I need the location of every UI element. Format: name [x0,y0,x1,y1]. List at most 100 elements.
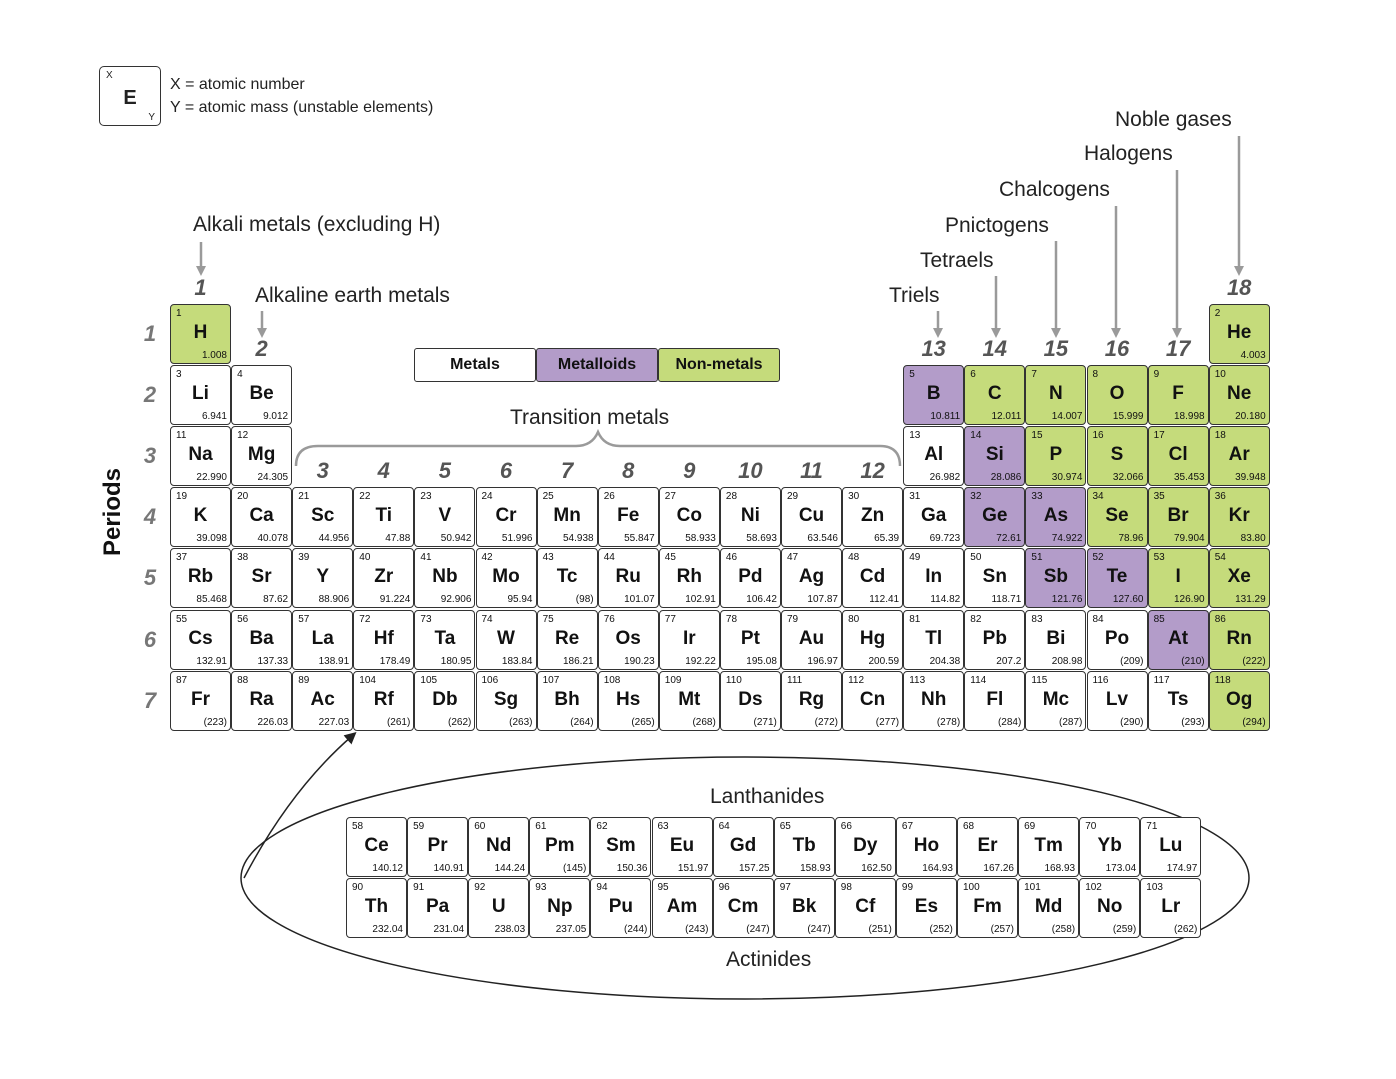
element-symbol: Rn [1226,627,1252,649]
atomic-mass: 186.21 [563,655,594,667]
element-symbol: H [193,322,208,343]
element-symbol: Fe [617,505,640,527]
atomic-mass: (263) [509,716,533,728]
atomic-mass: 121.76 [1051,594,1083,606]
element-symbol: Ti [375,505,393,527]
atomic-number: 104 [359,674,376,686]
atomic-mass: 140.91 [433,863,465,874]
atomic-mass: 168.93 [1044,863,1076,874]
atomic-number: 96 [718,882,730,893]
element-symbol: Mc [1042,688,1070,710]
atomic-number: 6 [970,369,976,381]
atomic-number: 115 [1031,674,1048,686]
element-symbol: Lu [1159,835,1183,856]
element-symbol: Eu [669,835,695,856]
element-symbol: Lv [1105,688,1129,710]
element-symbol: Tb [792,835,816,856]
atomic-number: 36 [1214,491,1226,503]
atomic-number: 72 [359,613,371,625]
element-symbol: Si [985,444,1004,466]
element-symbol: Es [914,896,939,917]
group-label-9: 9 [683,458,696,483]
atomic-mass: 26.982 [929,472,961,484]
element-symbol: As [1043,505,1069,527]
atomic-mass: (284) [997,716,1022,728]
atomic-mass: (257) [990,924,1014,935]
atomic-mass: 1.008 [201,350,227,361]
atomic-mass: 151.97 [677,863,709,874]
atomic-number: 21 [298,491,310,503]
atomic-number: 74 [481,613,493,625]
element-symbol: Db [432,688,458,710]
atomic-mass: 173.04 [1105,863,1137,874]
element-symbol: Tc [556,566,578,588]
element-symbol: Cr [495,505,517,527]
atomic-mass: 51.996 [501,533,533,545]
atomic-mass: (271) [753,716,777,728]
element-symbol: Xe [1227,566,1251,588]
atomic-mass: 12.011 [991,411,1022,423]
transition-brace [294,428,902,467]
atomic-number: 112 [848,674,865,686]
atomic-mass: 87.62 [263,594,289,606]
atomic-number: 106 [481,674,499,686]
atomic-number: 17 [1153,430,1165,442]
element-symbol: Mt [678,688,701,710]
atomic-mass: 32.066 [1112,472,1144,484]
atomic-mass: (258) [1051,924,1076,935]
atomic-number: 92 [474,882,486,893]
atomic-number: 90 [352,882,364,893]
atomic-mass: 35.453 [1174,472,1205,484]
atomic-mass: 226.03 [257,716,289,728]
element-symbol: Ca [249,505,274,527]
atomic-number: 59 [413,821,425,832]
atomic-number: 62 [596,821,608,832]
element-symbol: Bh [554,688,580,710]
atomic-mass: (272) [814,716,838,728]
element-symbol: Ni [740,505,760,527]
group-label-15: 15 [1043,336,1069,361]
element-symbol: La [311,627,334,649]
atomic-number: 82 [970,613,982,625]
label-transition-metals: Transition metals [510,406,670,429]
atomic-number: 7 [1031,369,1037,381]
atomic-number: 42 [481,552,493,564]
atomic-mass: 65.39 [874,533,900,545]
atomic-mass: 157.25 [739,863,770,874]
period-label-6: 6 [143,626,157,652]
atomic-number: 91 [413,882,425,893]
atomic-number: 19 [176,491,188,503]
atomic-mass: 24.305 [257,472,289,484]
element-symbol: Te [1106,566,1128,588]
legend-metalloids: Metalloids [536,348,658,382]
atomic-number: 117 [1153,674,1170,686]
atomic-number: 69 [1024,821,1036,832]
atomic-number: 86 [1214,613,1226,625]
element-symbol: Cu [798,505,825,527]
atomic-number: 37 [176,552,188,564]
atomic-number: 29 [787,491,799,503]
